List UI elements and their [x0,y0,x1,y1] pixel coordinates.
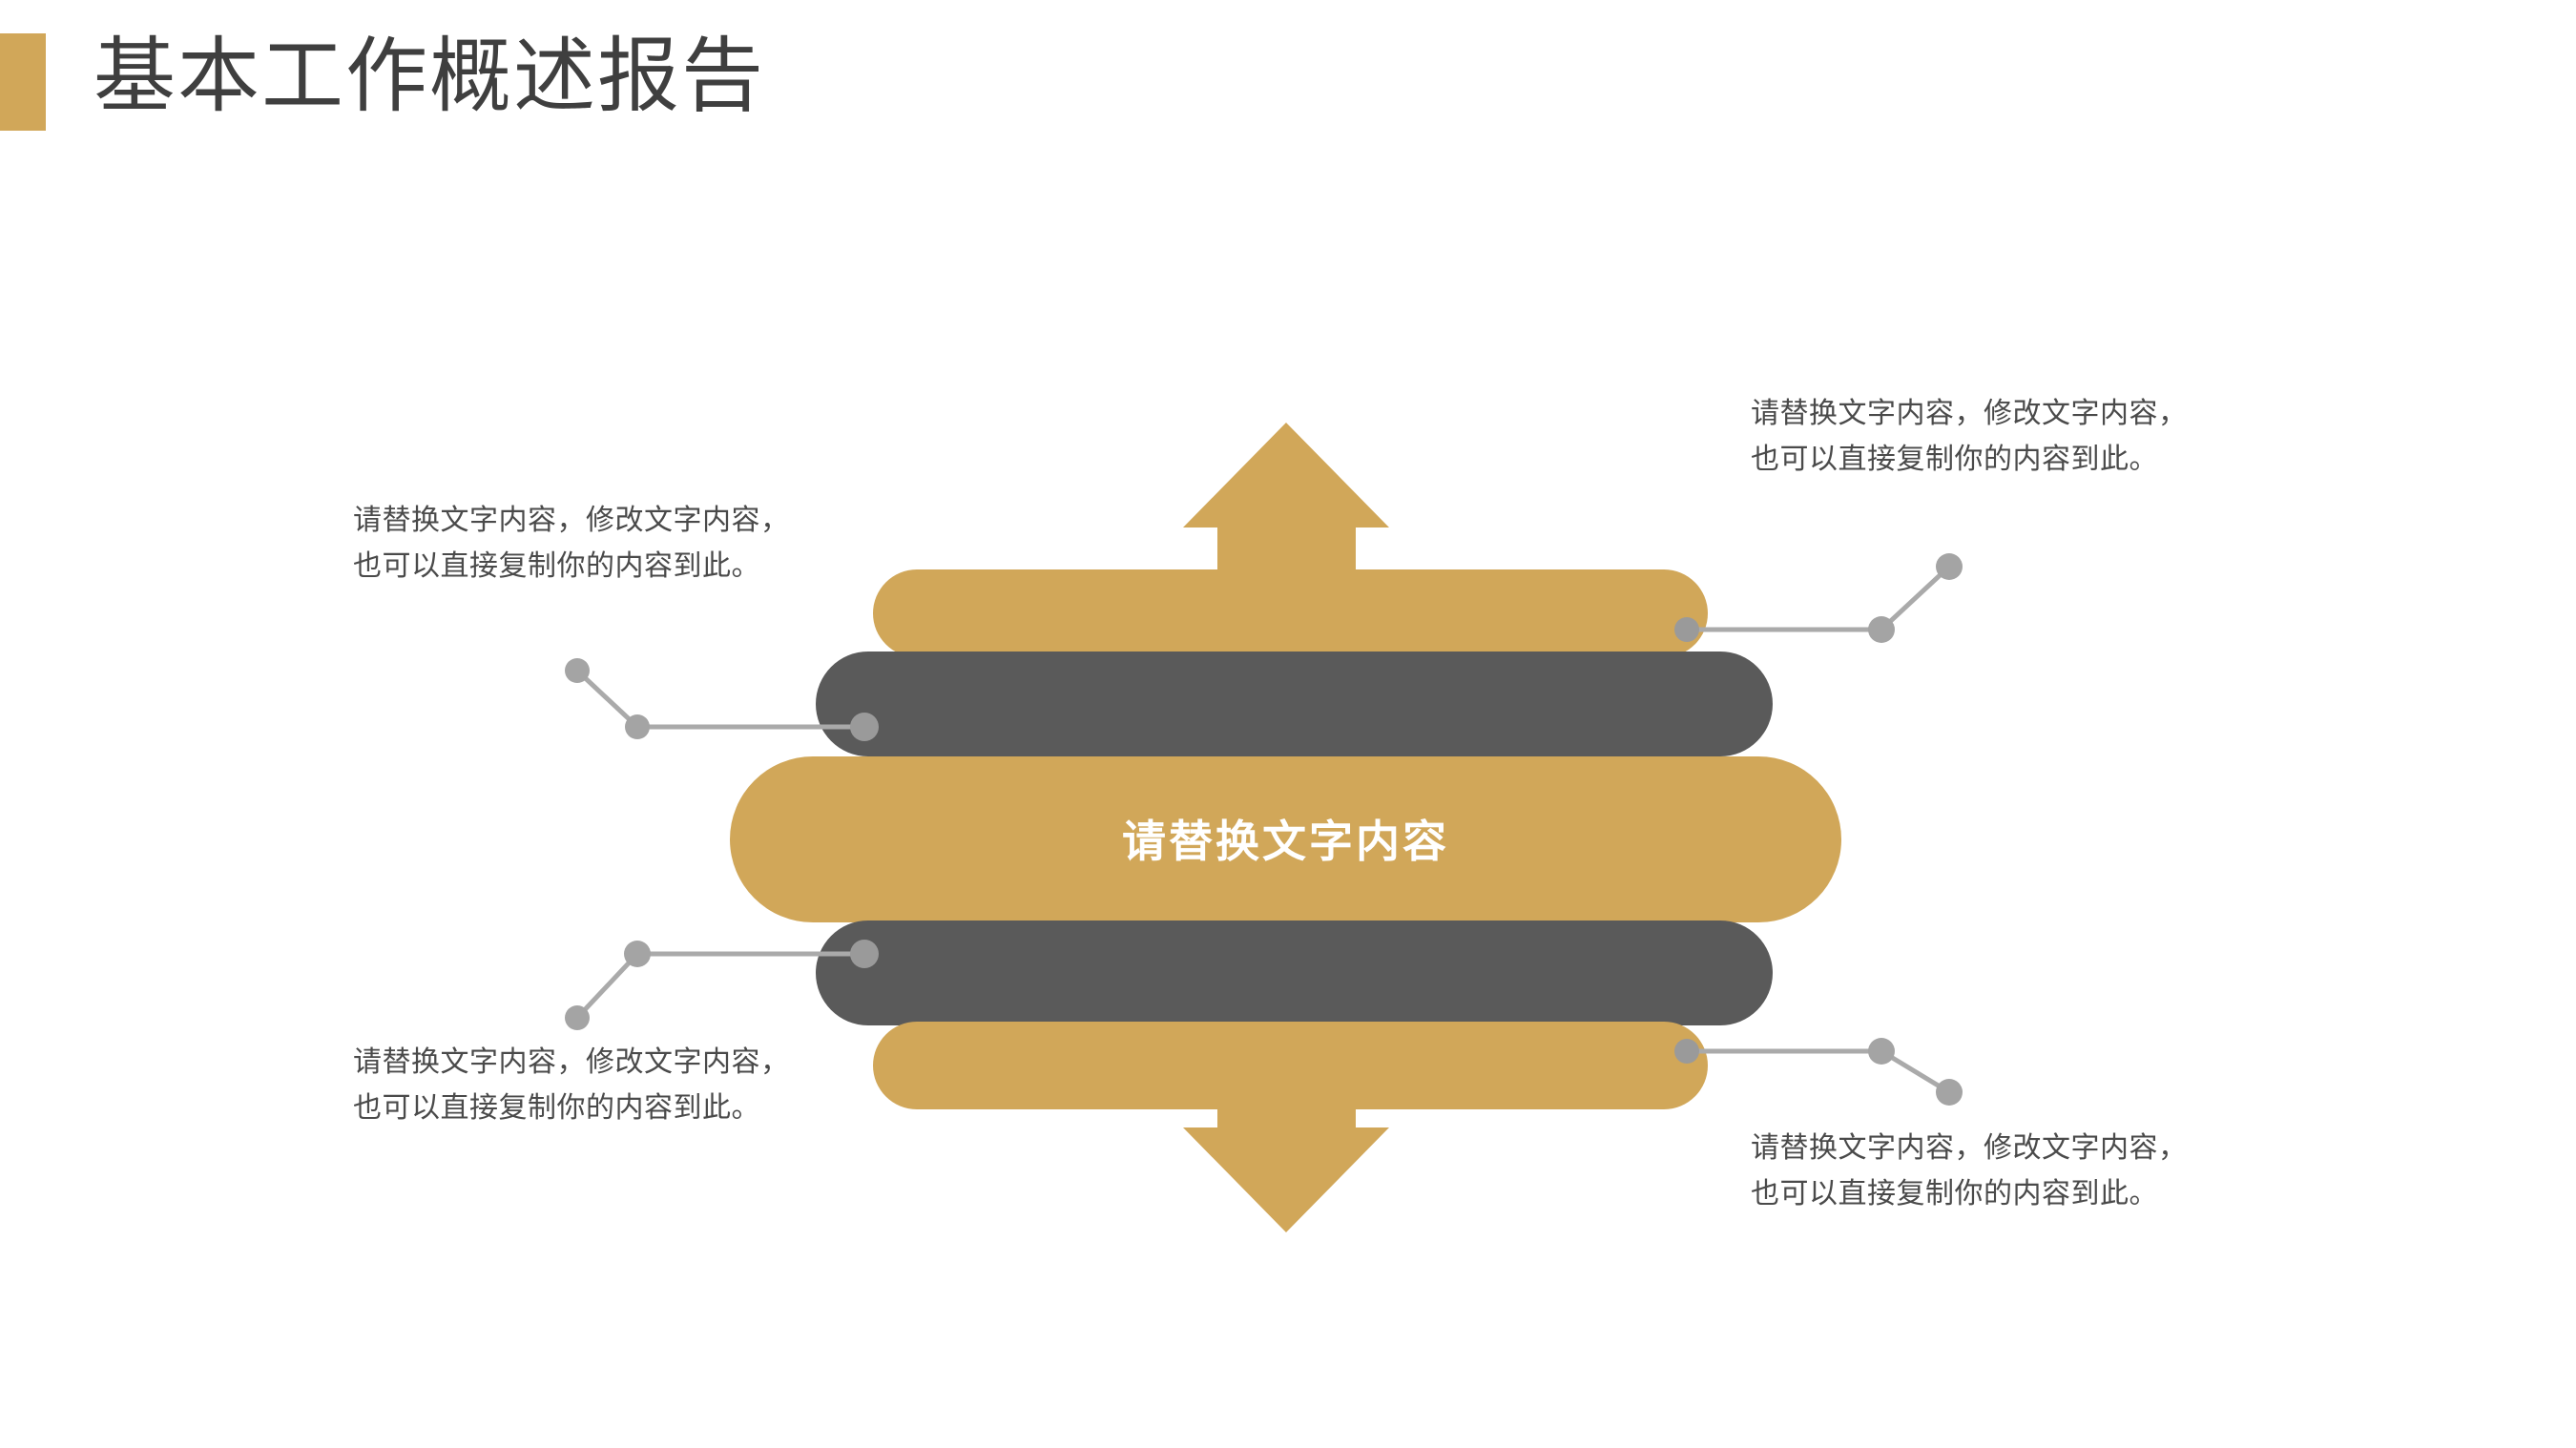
connector-anchor-dot [850,940,879,968]
up-arrow-icon [1183,423,1389,610]
connector-end-dot [565,1005,590,1030]
connector-top-left [565,658,879,741]
callout-text-top-left: 请替换文字内容，修改文字内容， 也可以直接复制你的内容到此。 [353,505,790,582]
connector-end-dot [1936,553,1963,580]
connector-mid-dot [1868,616,1895,643]
callout-text-top-right: 请替换文字内容，修改文字内容， 也可以直接复制你的内容到此。 [1751,398,2188,475]
connector-anchor-dot [850,713,879,741]
title-accent-bar [0,33,46,131]
gold-bar-bottom [873,1022,1708,1109]
gold-bar-top [873,569,1708,657]
dark-bar-top [816,652,1773,756]
connector-mid-dot [1868,1038,1895,1065]
connector-mid-dot [625,714,650,739]
connector-end-dot [565,658,590,683]
connector-anchor-dot [1674,1039,1699,1064]
connector-bottom-right [1674,1038,1963,1106]
center-pill [730,756,1841,922]
page-title: 基本工作概述报告 [93,31,765,122]
callout-text-bottom-right: 请替换文字内容，修改文字内容， 也可以直接复制你的内容到此。 [1751,1132,2188,1210]
callout-text-bottom-left: 请替换文字内容，修改文字内容， 也可以直接复制你的内容到此。 [353,1046,790,1124]
dark-bar-bottom [816,921,1773,1025]
connector-anchor-dot [1674,617,1699,642]
connector-end-dot [1936,1079,1963,1106]
connector-bottom-left [565,940,879,1030]
connector-top-right [1674,553,1963,643]
connector-mid-dot [624,941,651,967]
